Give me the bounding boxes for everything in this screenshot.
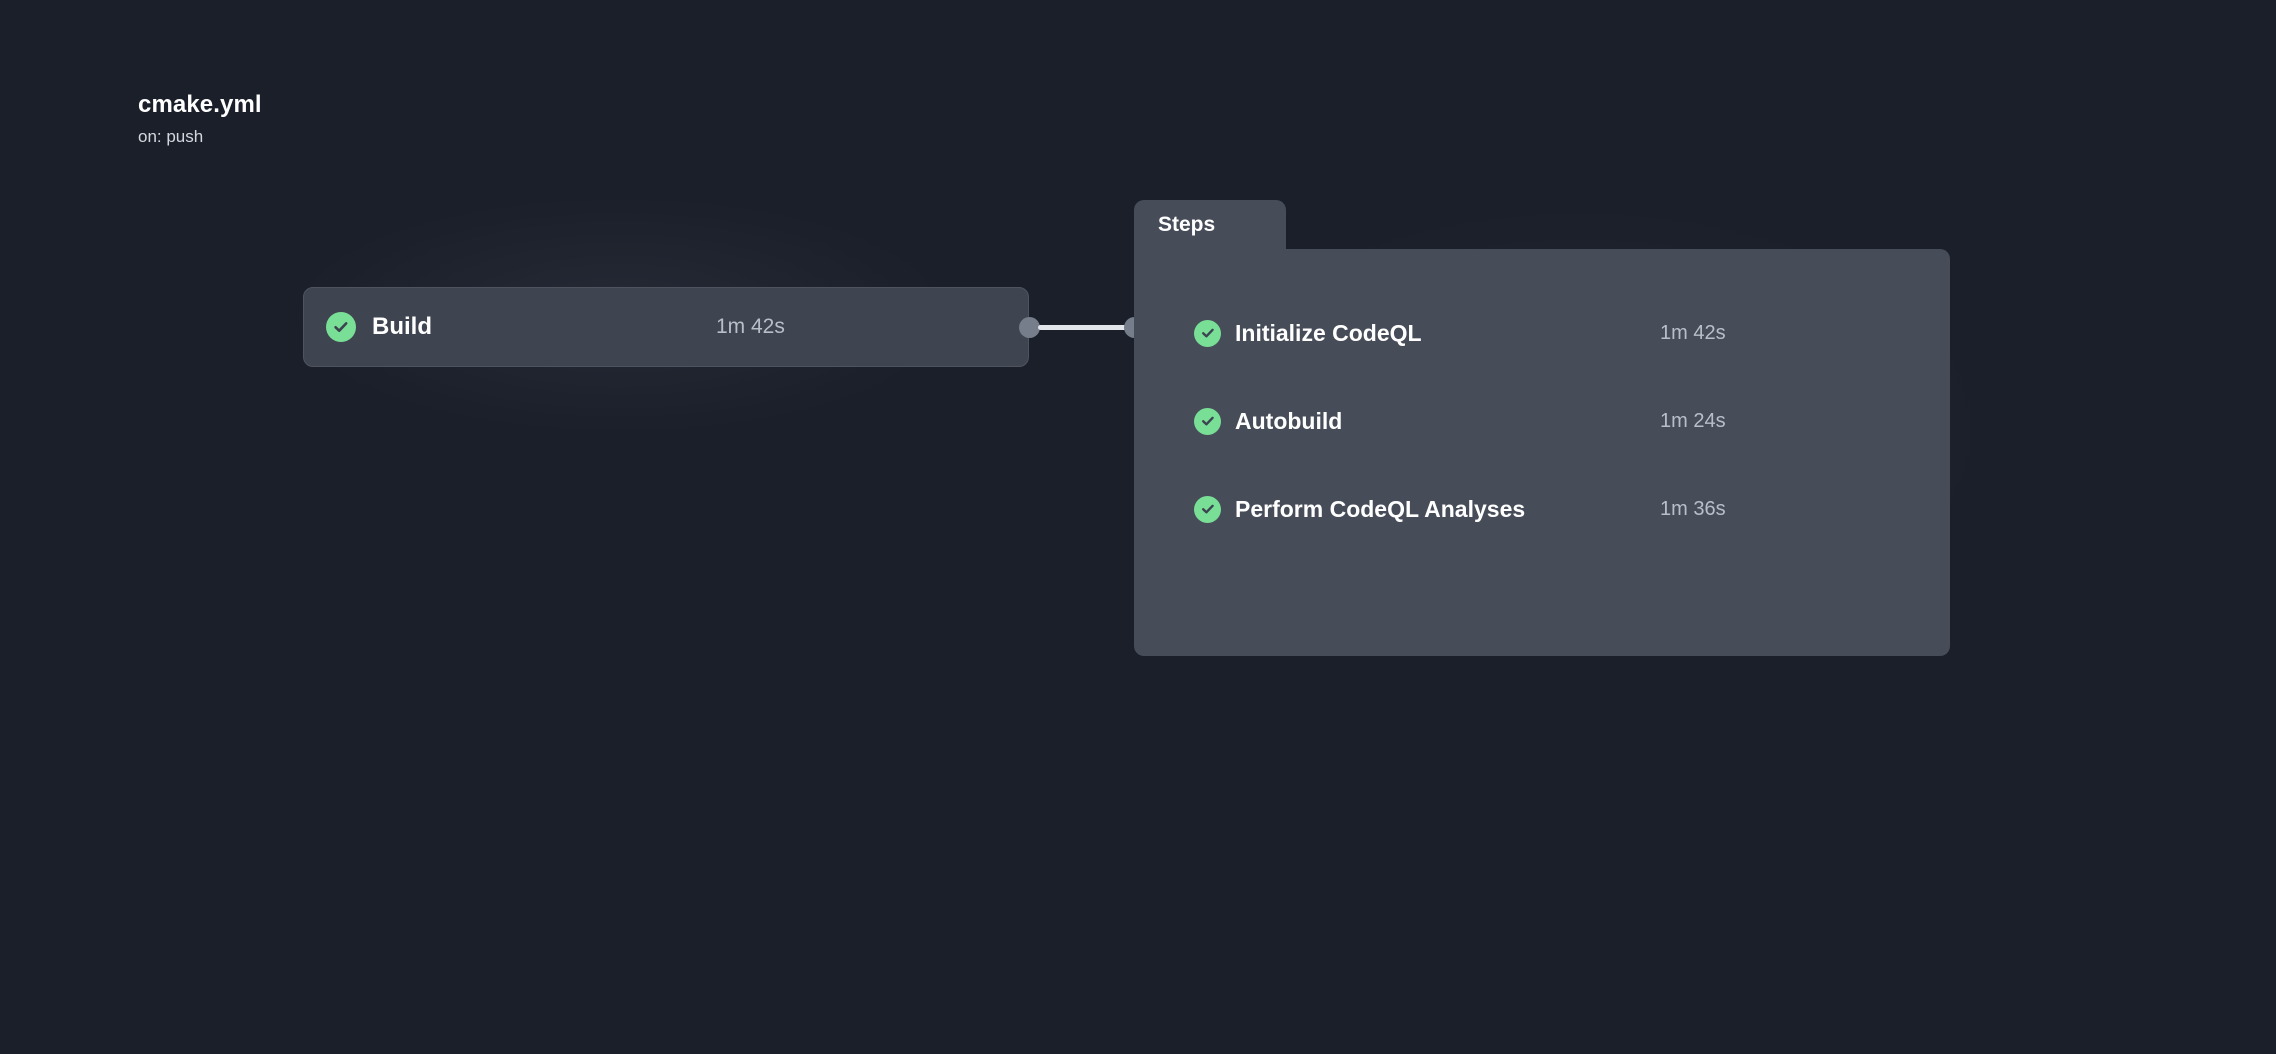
step-name: Autobuild: [1235, 407, 1343, 434]
check-circle-icon: [1194, 495, 1221, 523]
check-circle-icon: [1194, 407, 1221, 435]
workflow-header: cmake.yml on: push: [138, 90, 262, 149]
tab-steps-label: Steps: [1158, 213, 1216, 236]
job-duration: 1m 42s: [716, 315, 785, 338]
tab-steps[interactable]: Steps: [1134, 200, 1286, 250]
job-name: Build: [372, 313, 432, 340]
workflow-title: cmake.yml: [138, 91, 262, 118]
workflow-trigger-label: on: push: [138, 127, 204, 146]
step-name: Initialize CodeQL: [1235, 319, 1422, 346]
steps-panel: Initialize CodeQL 1m 42s Autobuild 1m 24…: [1134, 249, 1950, 656]
check-circle-icon: [326, 312, 356, 342]
step-duration: 1m 36s: [1660, 497, 1726, 520]
step-row[interactable]: Initialize CodeQL 1m 42s: [1134, 289, 1950, 377]
check-circle-icon: [1194, 319, 1221, 347]
step-row[interactable]: Autobuild 1m 24s: [1134, 377, 1950, 465]
job-node-build[interactable]: Build 1m 42s: [303, 287, 1029, 367]
edge-source-handle[interactable]: [1019, 317, 1040, 338]
edge-connector-line: [1038, 325, 1132, 330]
step-duration: 1m 42s: [1660, 321, 1726, 344]
step-duration: 1m 24s: [1660, 409, 1726, 432]
step-name: Perform CodeQL Analyses: [1235, 495, 1526, 522]
step-row[interactable]: Perform CodeQL Analyses 1m 36s: [1134, 465, 1950, 553]
